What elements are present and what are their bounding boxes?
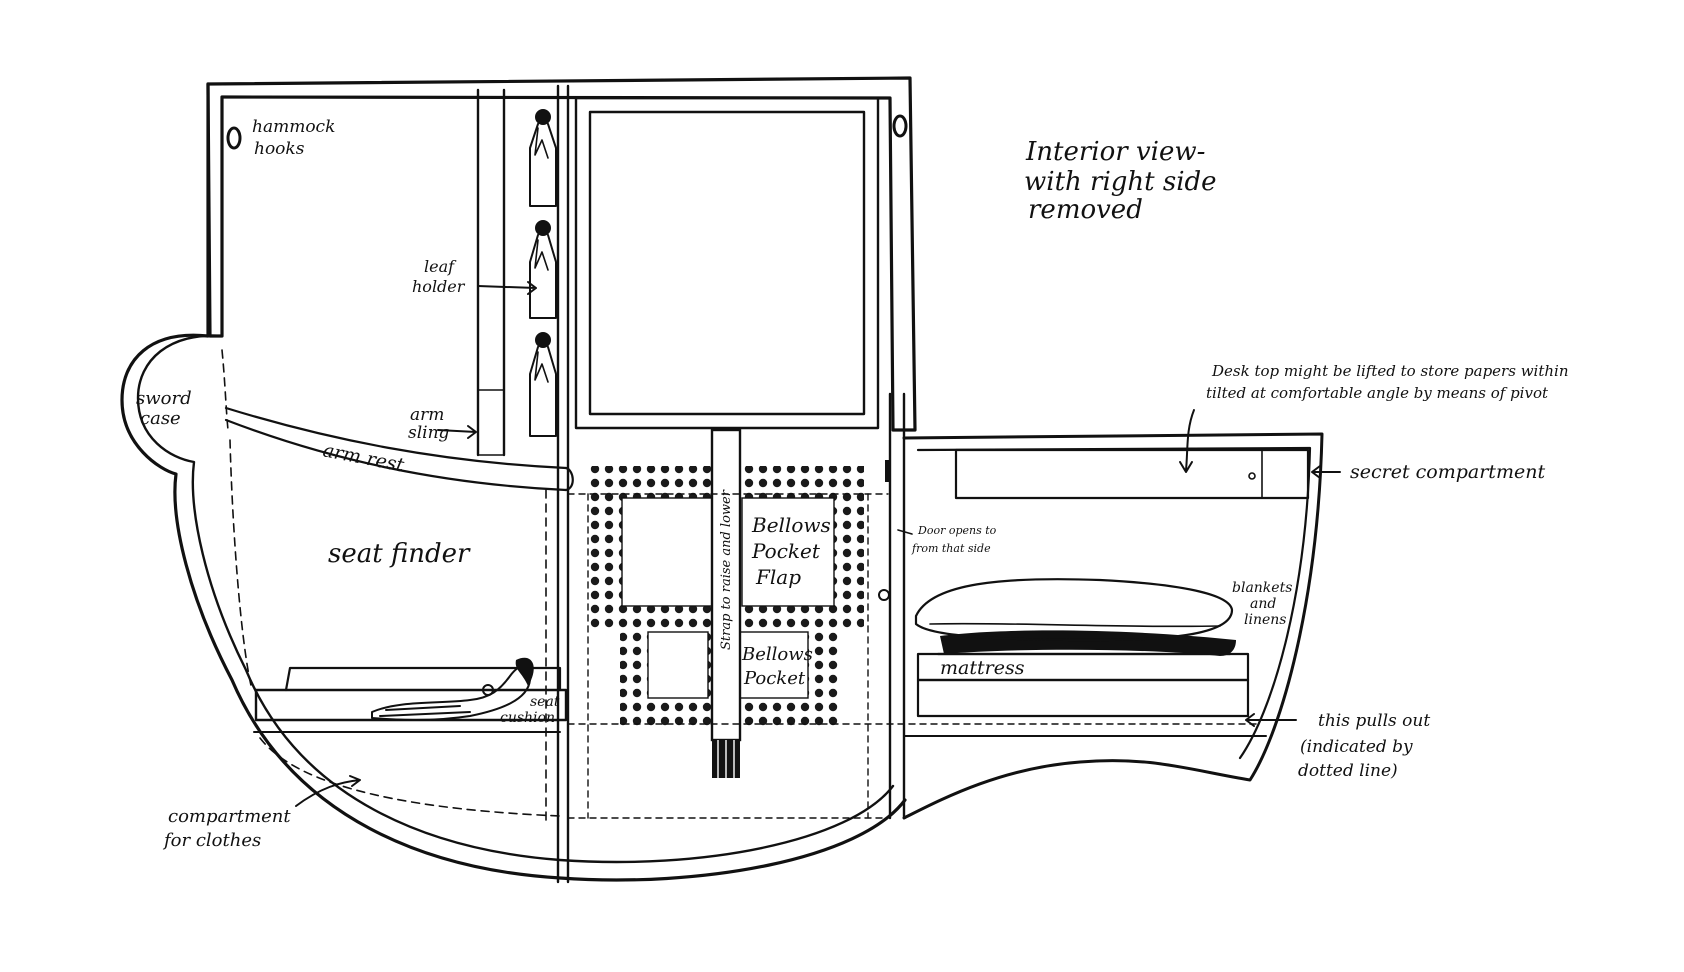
- label-pulls-out-1: this pulls out: [1318, 711, 1430, 731]
- label-leaf-holder-1: leaf: [424, 257, 457, 276]
- label-bellows-pocket-1: Bellows: [741, 644, 813, 665]
- label-door-opens-2: from that side: [911, 542, 991, 555]
- label-bellows-pocket-flap-3: Flap: [755, 565, 801, 589]
- label-sword-case-2: case: [140, 408, 181, 429]
- leaf-holder-column: [476, 84, 570, 884]
- label-arm-rest: arm rest: [321, 439, 406, 476]
- leader-arrows: [295, 281, 1341, 807]
- label-bellows-pocket-2: Pocket: [743, 668, 806, 689]
- door-edge: [878, 392, 906, 820]
- label-arm-sling-2: sling: [408, 423, 450, 443]
- label-desk-top-1: Desk top might be lifted to store papers…: [1211, 362, 1568, 380]
- arm-rest: [224, 406, 574, 492]
- title-line-2: with right side: [1024, 167, 1217, 197]
- label-arm-sling-1: arm: [410, 405, 444, 425]
- label-hammock-hooks-1: hammock: [252, 117, 335, 137]
- label-seat-cushion-2: cushion: [500, 710, 555, 726]
- label-seat-finder: seat finder: [328, 539, 471, 569]
- label-secret-compartment: secret compartment: [1350, 461, 1545, 483]
- label-leaf-holder-2: holder: [412, 277, 466, 296]
- title-line-1: Interior view-: [1025, 137, 1205, 167]
- clothes-compartment: [253, 489, 561, 821]
- desk-top: [954, 448, 1310, 500]
- dashed-guides: [567, 493, 1257, 819]
- label-hammock-hooks-2: hooks: [254, 139, 305, 159]
- blankets-linens: [914, 578, 1236, 656]
- left-body-outline: [120, 76, 917, 882]
- door-frame: [574, 96, 880, 430]
- label-strap: Strap to raise and lower: [719, 489, 734, 650]
- label-seat-cushion-1: seat: [530, 694, 560, 710]
- label-bellows-pocket-flap-1: Bellows: [751, 513, 831, 537]
- label-blankets-1: blankets: [1232, 580, 1292, 596]
- leaf-holder-bottles: [529, 109, 557, 437]
- label-pulls-out-2: (indicated by: [1300, 737, 1413, 757]
- label-desk-top-2: tilted at comfortable angle by means of …: [1206, 384, 1549, 402]
- sword-case: [221, 349, 253, 691]
- hammock-hook-left: [226, 126, 242, 150]
- title-line-3: removed: [1028, 195, 1143, 225]
- label-mattress: mattress: [940, 657, 1025, 679]
- mattress: [916, 652, 1250, 718]
- hammock-hook-right: [892, 114, 908, 138]
- label-compartment-clothes-2: for clothes: [162, 830, 261, 851]
- label-door-opens-1: Door opens to: [917, 524, 997, 537]
- label-blankets-2: and: [1250, 596, 1276, 612]
- strap: [710, 428, 742, 778]
- label-blankets-3: linens: [1244, 612, 1286, 628]
- label-compartment-clothes-1: compartment: [168, 806, 291, 827]
- label-bellows-pocket-flap-2: Pocket: [751, 539, 821, 563]
- label-pulls-out-3: dotted line): [1298, 761, 1398, 781]
- label-sword-case-1: sword: [136, 388, 192, 409]
- seat-shelf: [254, 657, 568, 722]
